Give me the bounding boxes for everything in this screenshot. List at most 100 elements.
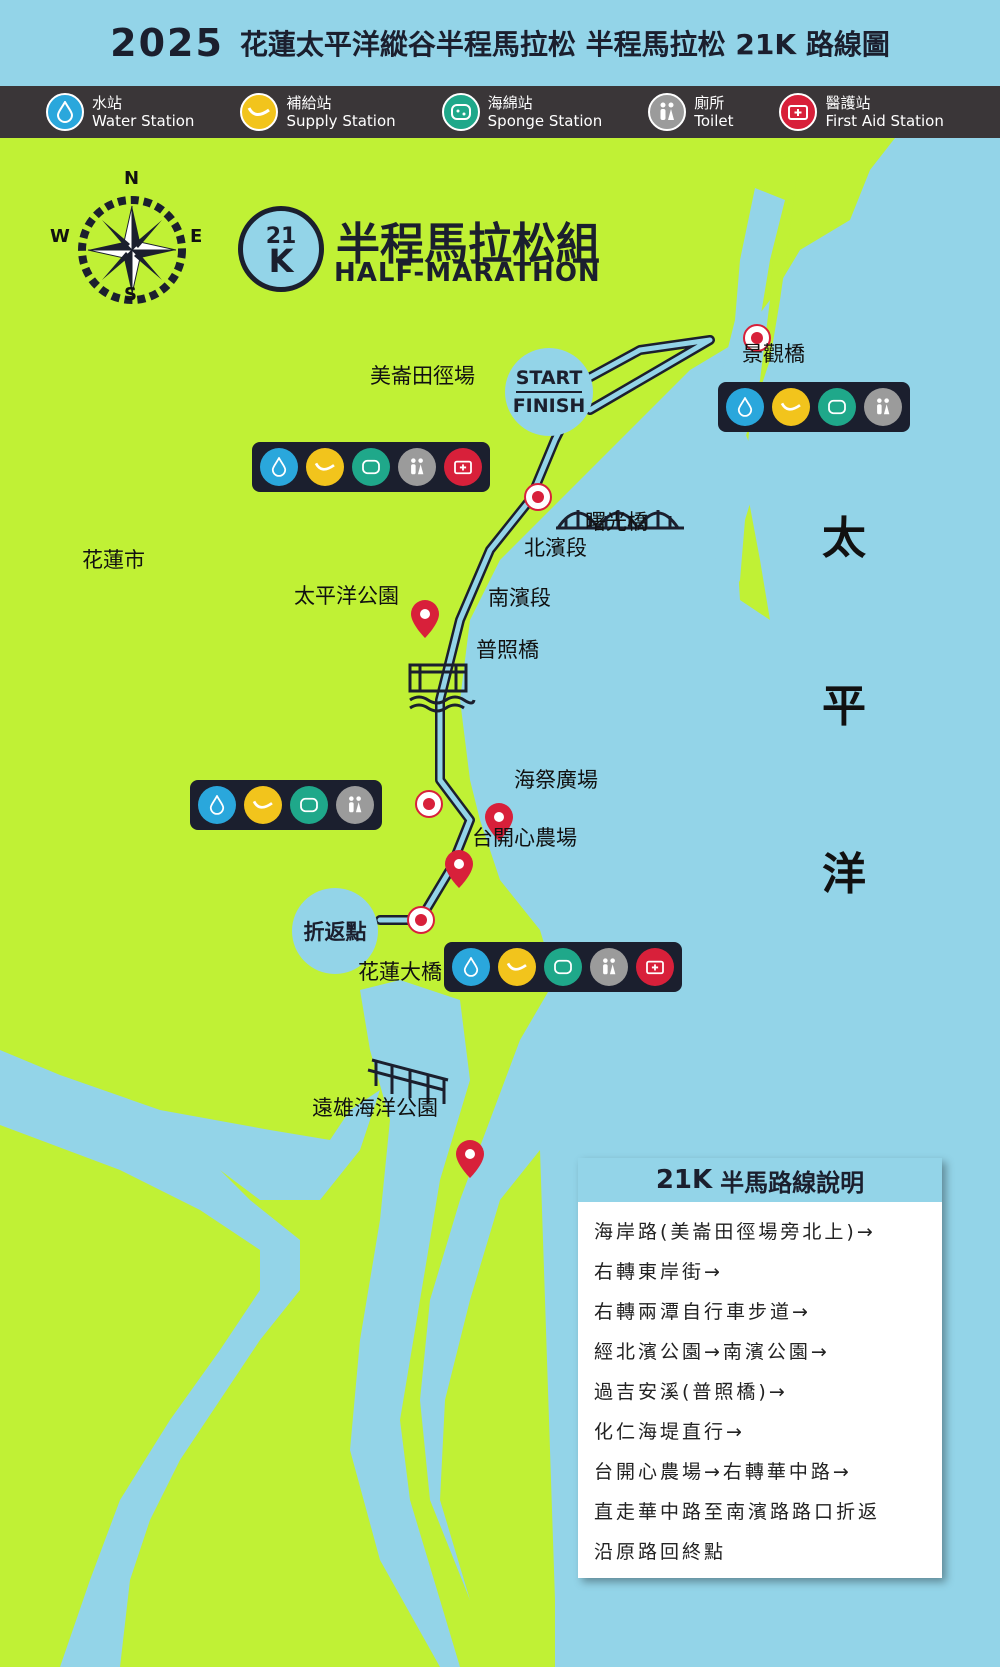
location-pin-icon — [485, 803, 513, 841]
route-step: 台開心農場→右轉華中路→ — [594, 1461, 852, 1483]
ocean-char-2: 平 — [822, 681, 866, 732]
start-label: START — [515, 365, 583, 393]
turnaround-label: 折返點 — [303, 920, 367, 944]
map-area: N S W E 21 K 半程馬拉松組 HALF-MARATHON START … — [0, 138, 1000, 1667]
route-description-title: 半馬路線說明 — [720, 1168, 865, 1197]
water-drop-icon — [452, 948, 490, 986]
compass-s: S — [124, 284, 137, 305]
header-year: 2025 — [110, 21, 224, 65]
route-description-header: 21K 半馬路線說明 — [578, 1158, 942, 1202]
route-description-list: 海岸路(美崙田徑場旁北上)→ 右轉東岸街→ 右轉兩潭自行車步道→ 經北濱公園→南… — [578, 1202, 942, 1582]
hualien-bridge-icon — [367, 1058, 449, 1104]
legend-supply-en: Supply Station — [286, 112, 396, 130]
toilet-icon — [336, 786, 374, 824]
compass-w: W — [50, 226, 70, 247]
toilet-icon — [590, 948, 628, 986]
beibin-label: 北濱段 — [524, 536, 587, 560]
first-aid-icon — [636, 948, 674, 986]
station-marker — [415, 790, 443, 818]
sponge-icon — [290, 786, 328, 824]
puzhao-bridge-icon — [408, 663, 476, 713]
stadium-label: 美崙田徑場 — [370, 364, 475, 388]
hualien-bridge-label: 花蓮大橋 — [358, 960, 442, 984]
shuguang-bridge-label: 曙光橋 — [585, 510, 648, 534]
route-step: 海岸路(美崙田徑場旁北上)→ — [594, 1221, 876, 1243]
route-step: 化仁海堤直行→ — [594, 1421, 745, 1443]
legend-firstaid-en: First Aid Station — [825, 112, 944, 130]
route-step: 直走華中路至南濱路路口折返 — [594, 1501, 881, 1523]
first-aid-icon — [444, 448, 482, 486]
route-step: 右轉兩潭自行車步道→ — [594, 1301, 811, 1323]
land-south — [440, 1150, 555, 1667]
water-drop-icon — [726, 388, 764, 426]
puzhao-bridge-label: 普照橋 — [476, 638, 539, 662]
finish-label: FINISH — [512, 395, 586, 417]
header: 2025 花蓮太平洋縱谷半程馬拉松 半程馬拉松 21K 路線圖 — [0, 0, 1000, 86]
banana-icon — [772, 388, 810, 426]
legend-firstaid-zh: 醫護站 — [825, 94, 871, 112]
taikai-label: 台開心農場 — [472, 826, 577, 850]
sponge-icon — [818, 388, 856, 426]
route-step: 過吉安溪(普照橋)→ — [594, 1381, 788, 1403]
race-badge-number: 21 — [265, 224, 297, 249]
station-bubble-shuguang — [252, 442, 490, 492]
station-marker — [524, 483, 552, 511]
first-aid-icon — [779, 93, 818, 131]
turnaround-marker: 折返點 — [292, 888, 378, 974]
banana-icon — [240, 93, 279, 131]
river-jian — [0, 1050, 380, 1667]
route-path — [78, 196, 771, 1178]
pacific-park-label: 太平洋公園 — [294, 584, 399, 608]
header-title: 花蓮太平洋縱谷半程馬拉松 半程馬拉松 21K 路線圖 — [239, 28, 890, 61]
route-step: 沿原路回終點 — [594, 1541, 727, 1563]
legend-supply-zh: 補給站 — [286, 94, 332, 112]
compass-e: E — [190, 226, 203, 247]
water-drop-icon — [260, 448, 298, 486]
route-step: 右轉東岸街→ — [594, 1261, 723, 1283]
station-bubble-puzhao — [190, 780, 382, 830]
shuguang-bridge-icon — [556, 510, 684, 531]
legend-toilet-zh: 廁所 — [694, 94, 725, 112]
station-marker — [407, 906, 435, 934]
route-description-box: 21K 半馬路線說明 海岸路(美崙田徑場旁北上)→ 右轉東岸街→ 右轉兩潭自行車… — [578, 1158, 942, 1578]
toilet-icon — [864, 388, 902, 426]
banana-icon — [306, 448, 344, 486]
legend-sponge-zh: 海綿站 — [487, 94, 533, 112]
start-finish-marker: START FINISH — [505, 348, 593, 436]
compass-n: N — [124, 168, 140, 189]
ocean-char-1: 太 — [822, 513, 866, 564]
ocean-char-3: 洋 — [822, 849, 866, 900]
yuanxiong-label: 遠雄海洋公園 — [312, 1096, 438, 1120]
legend-water-en: Water Station — [92, 112, 195, 130]
location-pin-icon — [411, 600, 439, 638]
map-base — [0, 138, 895, 1667]
water-drop-icon — [198, 786, 236, 824]
legend-toilet-en: Toilet — [694, 112, 734, 130]
city-label: 花蓮市 — [82, 548, 145, 572]
jingguan-bridge-label: 景觀橋 — [742, 342, 805, 366]
sponge-icon — [544, 948, 582, 986]
location-pin-icon — [445, 850, 473, 888]
nanbin-label: 南濱段 — [488, 586, 551, 610]
river-north — [715, 188, 785, 620]
location-pin-icon — [456, 1140, 484, 1178]
banana-icon — [498, 948, 536, 986]
race-title-zh: 半程馬拉松組 — [336, 219, 600, 270]
station-bubble-jingguan — [718, 382, 910, 432]
sponge-icon — [441, 93, 480, 131]
haiji-label: 海祭廣場 — [514, 768, 598, 792]
sponge-icon — [352, 448, 390, 486]
route-description-k: 21K — [655, 1165, 713, 1195]
water-drop-icon — [46, 93, 84, 131]
station-bubble-turnaround — [444, 942, 682, 992]
compass-rose-icon — [78, 196, 186, 304]
race-badge-k: K — [268, 242, 294, 280]
race-badge: 21 K — [238, 206, 324, 292]
toilet-icon — [648, 93, 687, 131]
legend-sponge-en: Sponge Station — [487, 112, 603, 130]
